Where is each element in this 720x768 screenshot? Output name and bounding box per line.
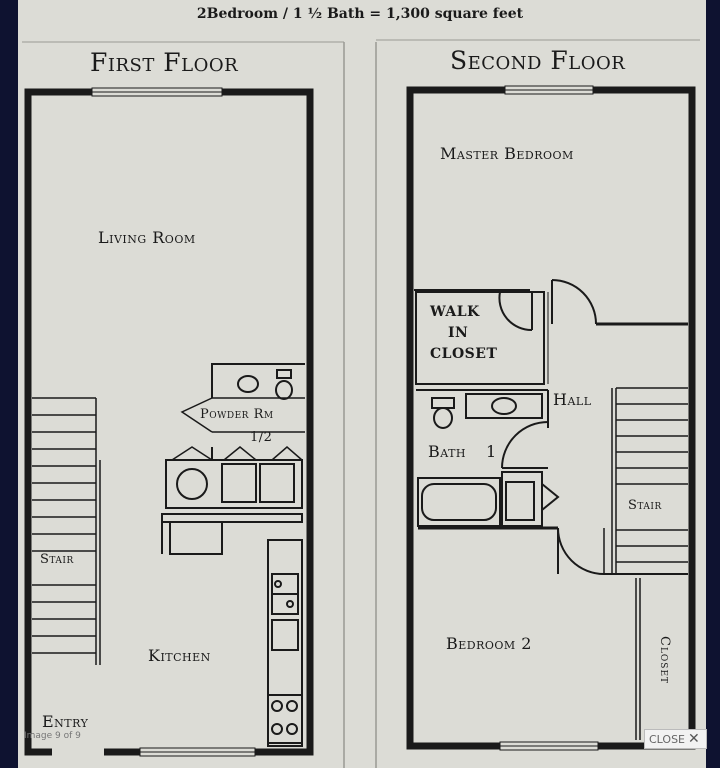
bath-number-label: 1 <box>486 442 497 461</box>
bedroom-2-closet <box>635 578 641 740</box>
kitchen-counters <box>161 513 303 747</box>
close-x-icon[interactable]: ✕ <box>688 731 700 747</box>
plan-header: 2Bedroom / 1 ½ Bath = 1,300 square feet <box>196 6 524 22</box>
floor-plan-image <box>18 0 706 768</box>
hall-label: Hall <box>553 390 592 409</box>
kitchen-label: Kitchen <box>148 646 211 665</box>
second-floor-interior-walls <box>414 279 688 575</box>
walk-in-closet-label-3: CLOSET <box>430 346 498 362</box>
first-floor-stair <box>32 397 101 665</box>
second-floor-stair <box>603 387 688 575</box>
entry-label: Entry <box>42 712 89 731</box>
page-indicator: Image 9 of 9 <box>24 731 81 741</box>
second-floor-title: Second Floor <box>450 46 626 75</box>
viewer-frame-left <box>0 0 18 768</box>
powder-room-label: Powder Rm <box>200 407 274 422</box>
powder-room <box>180 363 305 433</box>
first-floor-stair-label: Stair <box>40 552 74 567</box>
laundry-area <box>165 446 303 509</box>
second-floor-stair-label: Stair <box>628 498 662 513</box>
living-room-label: Living Room <box>98 228 196 247</box>
bath-label: Bath <box>428 442 467 461</box>
close-label: CLOSE <box>649 732 686 746</box>
closet-label: Closet <box>657 636 672 685</box>
first-floor-title: First Floor <box>90 48 239 77</box>
close-button[interactable]: CLOSE ✕ <box>644 729 707 749</box>
powder-room-half-label: 1/2 <box>250 430 273 445</box>
walk-in-closet-label-1: WALK <box>430 304 480 320</box>
master-bedroom-label: Master Bedroom <box>440 144 574 163</box>
bedroom-2-label: Bedroom 2 <box>446 634 532 653</box>
walk-in-closet-label-2: IN <box>448 325 469 341</box>
viewer-frame-right <box>706 0 720 768</box>
